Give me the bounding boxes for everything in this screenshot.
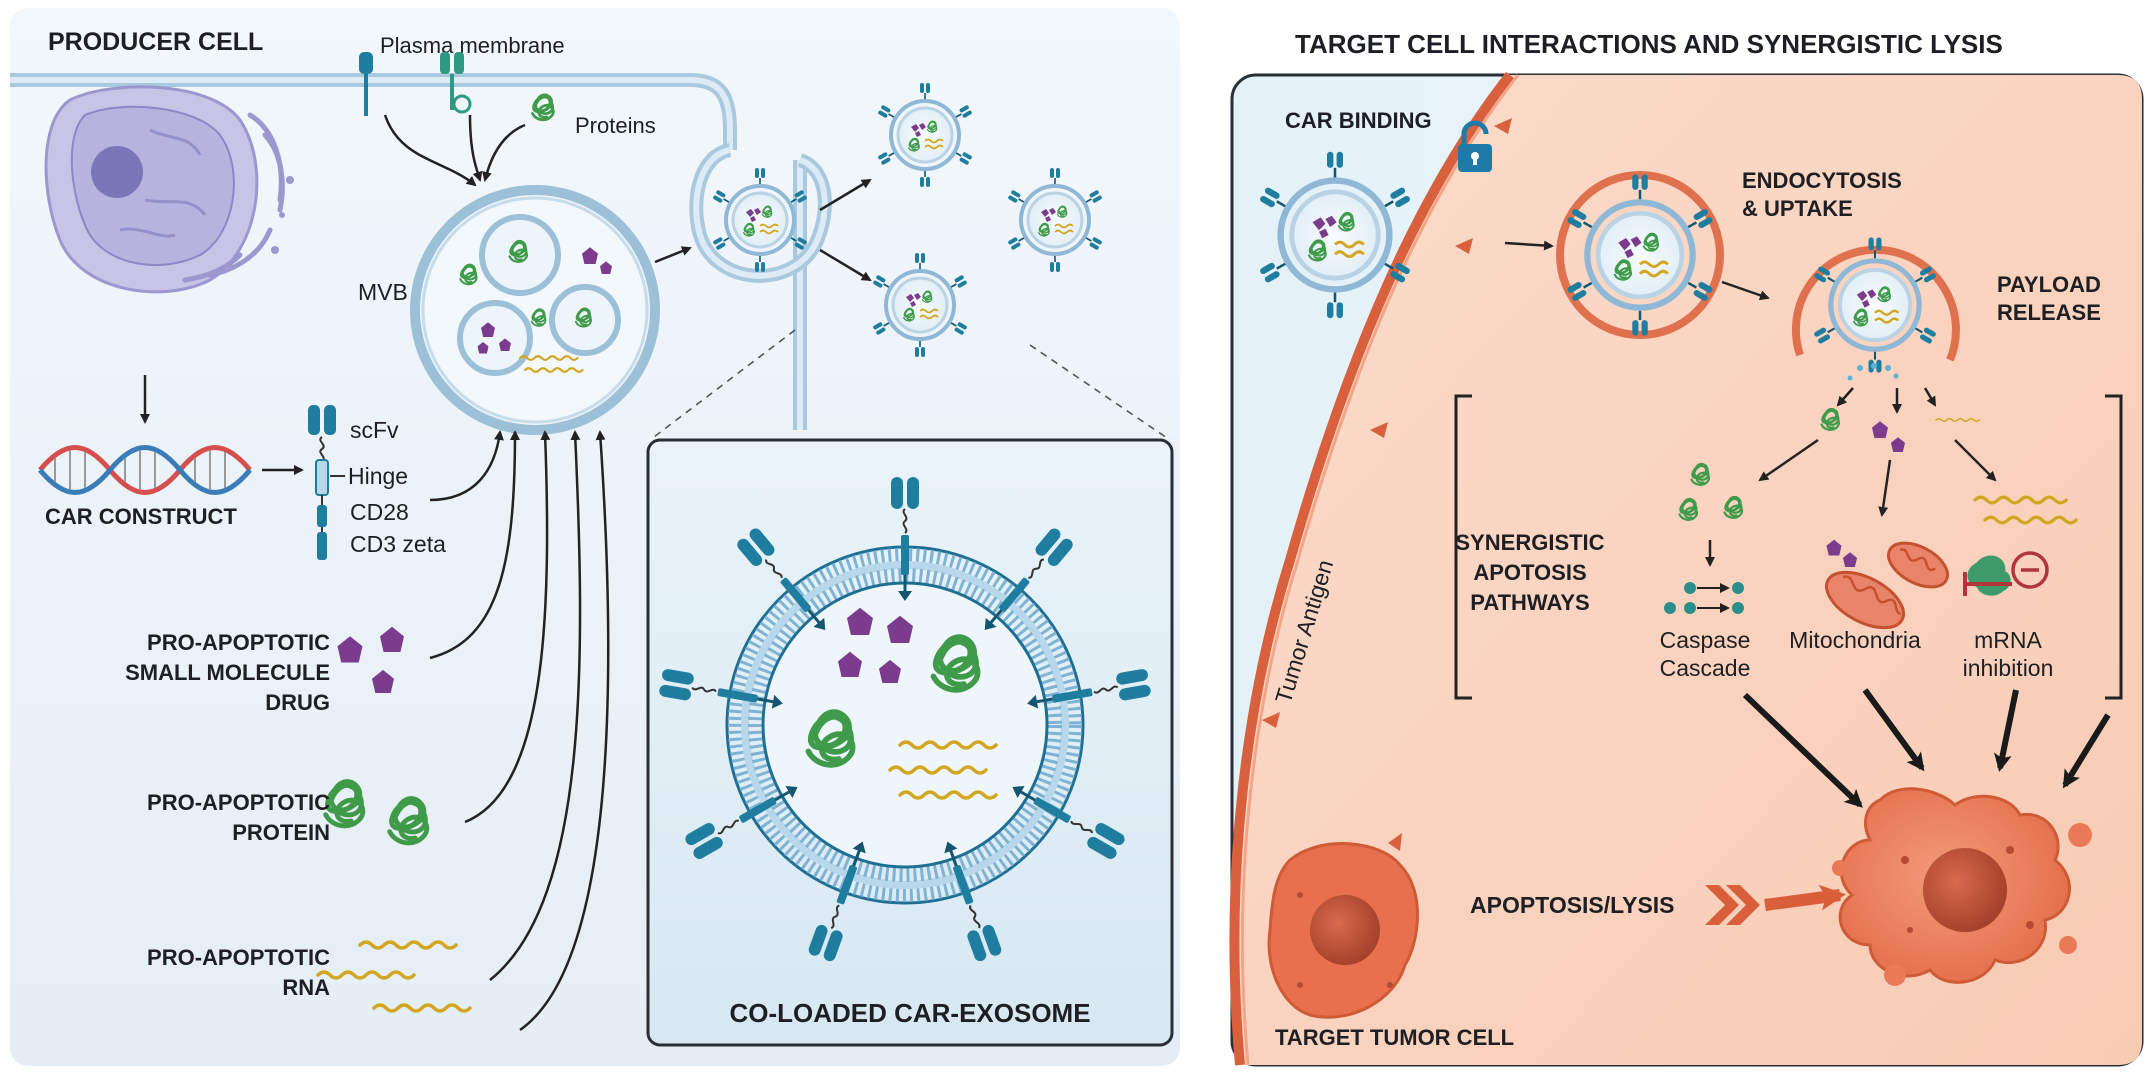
to-caspase-arrow: [1758, 438, 1819, 482]
dna-helix-icon: [38, 445, 252, 495]
bracket-to-lysis-arrow: [2062, 713, 2111, 789]
hinge-label: Hinge: [348, 463, 408, 489]
unlock-icon[interactable]: [1458, 120, 1492, 172]
synergistic-label-line-2: APOTOSIS: [1473, 560, 1586, 585]
target-title: TARGET CELL INTERACTIONS AND SYNERGISTIC…: [1295, 29, 2003, 59]
to-mrna-arrow: [1954, 439, 1997, 482]
membrane-to-mvb-arrow-3: [482, 123, 526, 182]
payload-label-line-1: PAYLOAD: [1997, 272, 2101, 297]
mrna-label-line-1: mRNA: [1974, 627, 2042, 653]
producer-nucleus-icon: [44, 85, 294, 294]
endocytosis-to-release-arrow: [1721, 280, 1770, 301]
scfv-label: scFv: [350, 417, 399, 443]
binding-to-endocytosis-arrow: [1504, 240, 1554, 251]
mito-to-lysis-arrow: [1862, 688, 1925, 772]
endocytosis-label-line-2: & UPTAKE: [1742, 196, 1853, 221]
to-mito-arrow: [1878, 459, 1892, 517]
rna-label-line-2: RNA: [282, 975, 330, 1000]
cd3-zeta-label: CD3 zeta: [350, 531, 446, 557]
target-tumor-cell-label: TARGET TUMOR CELL: [1275, 1025, 1514, 1050]
cd28-label: CD28: [350, 499, 409, 525]
caspase-label-line-1: Caspase: [1660, 627, 1751, 653]
rna-label-line-1: PRO-APOPTOTIC: [147, 945, 330, 970]
caspase-to-lysis-arrow: [1742, 692, 1863, 808]
producer-title: PRODUCER CELL: [48, 28, 263, 56]
car-receptor-icon: [659, 669, 783, 709]
caspase-cascade-icon: [1664, 582, 1744, 614]
car-receptor-icon: [737, 528, 826, 631]
endocytosis-label-line-1: ENDOCYTOSIS: [1742, 168, 1902, 193]
release-arrow-a: [1836, 387, 1854, 407]
tumor-cell-membrane-inner: [1240, 74, 1520, 1066]
car-receptor-icon: [685, 785, 798, 859]
car-receptor-icon: [984, 528, 1073, 631]
car-binding-label: CAR BINDING: [1285, 108, 1432, 133]
apoptosis-arrow: [1764, 884, 1846, 911]
tumor-cell-membrane: [1229, 71, 1514, 1066]
car-construct-label: CAR CONSTRUCT: [45, 504, 237, 529]
drug-label-line-2: SMALL MOLECULE: [125, 660, 330, 685]
drug-to-mvb-arrow: [429, 430, 520, 660]
payload-release-vesicle: [1792, 237, 1960, 381]
plasma-membrane-label: Plasma membrane: [380, 33, 565, 58]
release-arrow-2: [819, 248, 872, 282]
protein-label-line-2: PROTEIN: [232, 820, 330, 845]
car-receptor-icon: [944, 841, 1002, 962]
protein-label-line-1: PRO-APOPTOTIC: [147, 790, 330, 815]
zoom-line-right: [1029, 344, 1171, 441]
car-to-mvb-arrow: [429, 430, 504, 502]
mitochondria-icon: [1825, 539, 1949, 630]
car-receptor-icon: [1027, 669, 1151, 709]
car-receptor-icon: [891, 477, 919, 601]
mvb-icon: [410, 185, 660, 435]
mitochondria-label: Mitochondria: [1789, 627, 1921, 653]
membrane-to-mvb-arrow-2: [468, 114, 483, 182]
car-receptor-icon: [808, 841, 866, 962]
mvb-label: MVB: [358, 279, 408, 305]
caspase-label-line-2: Cascade: [1660, 655, 1751, 681]
rna-to-mvb-arrow: [489, 430, 582, 981]
car-receptor-icon: [1012, 785, 1125, 859]
mrna-inhibition-icon: [1963, 495, 2078, 596]
release-arrow-1: [819, 178, 872, 212]
proteins-label: Proteins: [575, 113, 656, 138]
mrna-label-line-2: inhibition: [1963, 655, 2054, 681]
rna-to-mvb-arrow-2: [519, 430, 610, 1032]
membrane-protein-icons: [359, 52, 555, 122]
exosome-label: CO-LOADED CAR-EXOSOME: [729, 998, 1090, 1028]
mvb-to-membrane-arrow: [654, 246, 692, 264]
bracket-right: [2105, 394, 2123, 700]
synergistic-label-line-3: PATHWAYS: [1470, 590, 1589, 615]
bracket-left: [1454, 394, 1472, 700]
apoptosis-label: APOPTOSIS/LYSIS: [1470, 892, 1675, 918]
synergistic-label-line-1: SYNERGISTIC: [1455, 530, 1604, 555]
target-tumor-cell-icon: [1267, 833, 1419, 1019]
release-arrow-c: [1923, 387, 1937, 407]
plasma-membrane: [10, 73, 832, 430]
apoptosis-chevron-icon: [1705, 885, 1760, 925]
drug-label-line-1: PRO-APOPTOTIC: [147, 630, 330, 655]
mrna-to-lysis-arrow: [1993, 689, 2019, 772]
tumor-antigens: [1262, 118, 1512, 728]
zoom-line-left: [649, 329, 796, 441]
lysing-tumor-cell: [1832, 787, 2092, 986]
car-exosome-detail: [659, 477, 1151, 962]
payload-label-line-2: RELEASE: [1997, 300, 2101, 325]
car-structure-icon: [308, 405, 345, 560]
drug-label-line-3: DRUG: [265, 690, 330, 715]
endocytosis-vesicle: [1556, 171, 1724, 339]
membrane-to-mvb-arrow-1: [383, 114, 477, 187]
protein-to-mvb-arrow: [464, 430, 551, 824]
